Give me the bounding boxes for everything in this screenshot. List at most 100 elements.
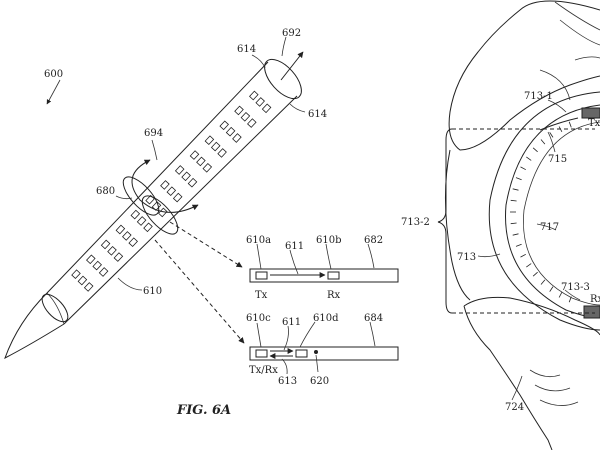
stylus-electrode (204, 135, 215, 146)
stylus-electrode (136, 216, 147, 226)
label-610b: 610b (316, 235, 342, 246)
electrode-strip-682 (249, 243, 399, 283)
label-rx: Rx (327, 290, 341, 301)
stylus-electrode (189, 150, 200, 160)
stylus-electrode (174, 165, 185, 175)
stylus-electrode (113, 252, 124, 262)
ring-tick (510, 199, 517, 202)
stylus-electrode (83, 282, 94, 292)
label-611-lower: 611 (282, 317, 301, 328)
upper-finger (448, 0, 600, 151)
stylus-electrode (107, 245, 117, 256)
stylus-electrode (122, 231, 132, 241)
electrode-610a (255, 271, 268, 280)
label-610d: 610d (313, 313, 339, 324)
ring-tick (549, 132, 554, 138)
label-tx-edge: Tx (588, 118, 600, 129)
stylus-electrode (115, 224, 126, 235)
stylus-electrode (92, 260, 102, 271)
ring-tick (512, 233, 519, 236)
label-724: 724 (505, 402, 524, 413)
stylus-electrode (98, 267, 109, 277)
stylus-drawing (4, 51, 304, 360)
stylus-electrode (196, 156, 206, 167)
ring-tick (526, 263, 532, 268)
label-613: 613 (278, 376, 297, 387)
ring-tick (568, 296, 572, 303)
electrode-610c (255, 349, 268, 358)
projection-arrow-lower (154, 239, 245, 344)
rotation-arrow-694 (131, 159, 199, 213)
stylus-electrode (249, 90, 259, 101)
bracket-713-2 (437, 128, 595, 314)
electrode-610b (327, 271, 340, 280)
label-713-1: 713-1 (524, 91, 553, 102)
axis-arrow-692 (280, 51, 304, 81)
figure-caption: FIG. 6A (176, 403, 231, 418)
stylus-leader-lines (46, 36, 306, 291)
label-rx-edge: Rx (590, 294, 600, 305)
ring-tick (532, 147, 538, 153)
label-614-top: 614 (237, 44, 256, 55)
label-713: 713 (457, 252, 476, 263)
stylus-electrode (128, 237, 138, 248)
ring-tick (540, 279, 546, 285)
electrode-715 (539, 117, 579, 131)
label-tx: Tx (255, 290, 268, 301)
ring-tick (515, 243, 522, 247)
ring-tick (512, 188, 519, 191)
band-680-ring-a (122, 176, 160, 216)
stylus-electrode (100, 239, 111, 250)
ring-tick (549, 286, 554, 292)
label-600: 600 (44, 69, 63, 80)
label-713-2: 713-2 (401, 217, 430, 228)
label-620: 620 (310, 376, 329, 387)
lower-finger (463, 296, 600, 336)
ring-leader-lines (477, 69, 581, 401)
ring-tick (510, 222, 517, 225)
stylus-electrode (187, 177, 198, 188)
ring-electrode-ticks (510, 121, 572, 303)
stylus-electrode (255, 97, 265, 107)
label-tx-rx: Tx/Rx (249, 365, 278, 376)
label-694: 694 (144, 128, 163, 139)
stylus-electrode (232, 133, 242, 143)
label-715: 715 (548, 154, 567, 165)
stylus-electrode (172, 192, 183, 203)
stylus-electrode (219, 120, 229, 131)
ring-tick (568, 121, 572, 128)
ring-tick (520, 253, 526, 258)
electrode-strip-684 (249, 321, 399, 375)
stylus-electrode (181, 171, 191, 182)
ring-electrode-tx (581, 107, 600, 119)
stylus-electrode (86, 254, 96, 265)
ring-electrode-rx (583, 305, 600, 319)
stylus-electrode (247, 118, 257, 128)
label-680: 680 (96, 186, 115, 197)
ring-tick (526, 156, 532, 161)
label-713-3: 713-3 (561, 282, 590, 293)
stylus-tip (4, 292, 65, 360)
ring-tick (520, 166, 526, 171)
label-717: 717 (540, 222, 559, 233)
label-614-right: 614 (308, 109, 327, 120)
stylus-electrode (240, 111, 251, 122)
stylus-electrode (166, 186, 177, 197)
stylus-electrode (210, 141, 221, 152)
label-692: 692 (282, 28, 301, 39)
stylus-electrode (202, 162, 213, 173)
ring-tick (532, 271, 538, 277)
stylus-electrode (143, 222, 153, 233)
stylus-electrode (77, 275, 88, 286)
stylus-electrode (234, 105, 244, 116)
label-684: 684 (364, 313, 383, 324)
ring-outer (488, 91, 600, 331)
point-620 (314, 350, 318, 354)
reference-labels: 600 614 692 614 694 680 610 610a 611 610… (44, 28, 600, 413)
stylus-electrode (130, 209, 141, 220)
label-682: 682 (364, 235, 383, 246)
label-610: 610 (143, 286, 162, 297)
stylus-electrode (261, 103, 272, 114)
label-611-upper: 611 (285, 241, 304, 252)
